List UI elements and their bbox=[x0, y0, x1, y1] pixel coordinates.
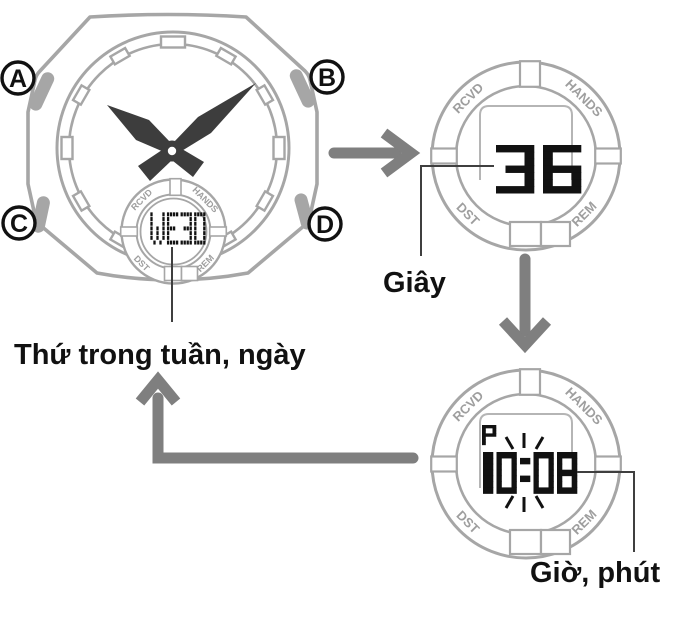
lcd-text-time bbox=[483, 452, 578, 494]
watch-button-a bbox=[29, 72, 55, 111]
ring-notch-top bbox=[518, 368, 542, 396]
button-c-circle bbox=[1, 205, 37, 241]
ring-box-bottom-left bbox=[508, 220, 543, 248]
ring-box-bottom-right bbox=[539, 528, 572, 556]
marker-8 bbox=[71, 189, 91, 213]
ring-box-bottom-right bbox=[180, 265, 199, 282]
arrow-right-head bbox=[380, 128, 421, 178]
watch-side-buttons bbox=[29, 69, 315, 233]
marker-12 bbox=[159, 35, 187, 49]
ring-notch-right bbox=[594, 455, 622, 473]
marker-1 bbox=[214, 46, 238, 66]
arrow-return-shaft bbox=[152, 392, 419, 464]
watch-hands bbox=[107, 83, 256, 181]
button-d-circle bbox=[307, 206, 343, 242]
callout-line-seconds bbox=[420, 165, 494, 256]
callout-lines bbox=[171, 165, 635, 552]
marker-2 bbox=[255, 83, 275, 107]
hour-markers bbox=[60, 35, 286, 250]
ring-notch-top bbox=[169, 177, 182, 197]
arrow-return-head bbox=[135, 371, 181, 406]
label-hour-minute: Giờ, phút bbox=[530, 557, 660, 589]
label-weekday-date: Thứ trong tuần, ngày bbox=[14, 339, 306, 371]
lcd-window-circle bbox=[139, 197, 208, 266]
lcd-text-weekday bbox=[150, 212, 206, 245]
watch-button-b bbox=[289, 69, 315, 108]
button-b-label: B bbox=[318, 64, 336, 92]
ring-box-bottom-right bbox=[539, 220, 572, 248]
arrow-down-head bbox=[498, 317, 552, 354]
ring-notch-left bbox=[430, 147, 458, 165]
hour-hand bbox=[107, 105, 171, 152]
marker-9 bbox=[60, 135, 74, 161]
watch bbox=[26, 12, 319, 282]
button-d-label: D bbox=[316, 211, 334, 239]
lcd-window-outline bbox=[479, 413, 573, 488]
ring-notch-top bbox=[518, 60, 542, 88]
button-a-circle bbox=[0, 60, 36, 96]
hands-center-hole bbox=[167, 146, 177, 156]
ring-box-bottom-left bbox=[508, 528, 543, 556]
lcd-indicator-p bbox=[482, 425, 497, 446]
marker-4 bbox=[255, 189, 275, 213]
lcd-text-seconds bbox=[496, 145, 582, 194]
label-seconds: Giây bbox=[383, 267, 446, 299]
flow-arrows bbox=[135, 128, 552, 464]
ring-inner-circle bbox=[135, 193, 212, 270]
ring-notch-left bbox=[119, 226, 139, 237]
marker-11 bbox=[108, 46, 132, 66]
button-c-label: C bbox=[10, 210, 28, 238]
ring-notch-right bbox=[208, 226, 228, 237]
marker-3 bbox=[272, 135, 286, 161]
callout-line-time bbox=[577, 471, 635, 552]
button-b-circle bbox=[309, 59, 345, 95]
flash-rays bbox=[504, 433, 545, 512]
lcd-window-outline bbox=[479, 105, 573, 180]
ring-notch-right bbox=[594, 147, 622, 165]
minute-hand-tail bbox=[138, 150, 171, 181]
ring-notch-left bbox=[430, 455, 458, 473]
button-a-label: A bbox=[9, 65, 27, 93]
button-labels: A B C D bbox=[0, 59, 345, 242]
minute-hand bbox=[173, 83, 256, 152]
marker-10 bbox=[71, 83, 91, 107]
